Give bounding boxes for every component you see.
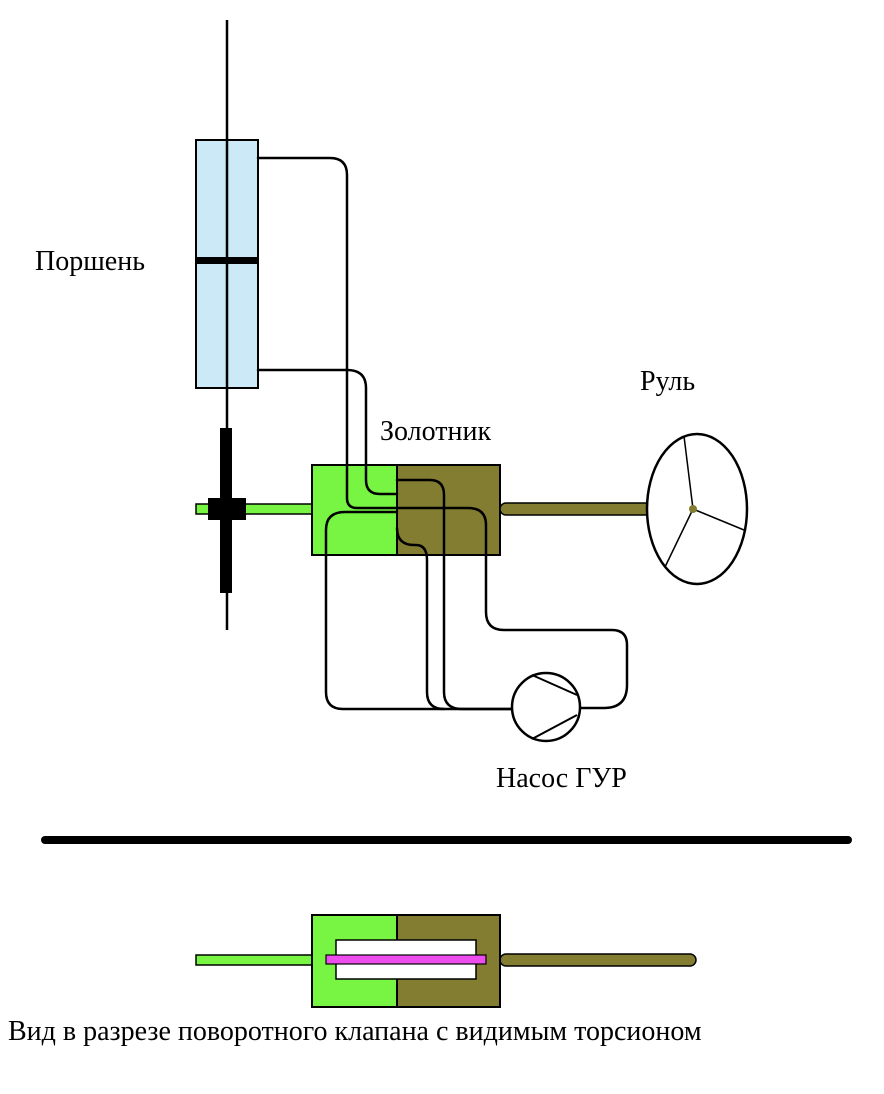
pump-chevron (531, 674, 578, 696)
pipe-inner-1 (395, 478, 514, 711)
wheel-hub (689, 505, 697, 513)
pipe-left-return (324, 510, 514, 711)
rotary-valve-section (195, 914, 697, 1008)
pump-symbol-icon (510, 671, 582, 743)
wheel-spoke (692, 508, 745, 531)
spool-valve (311, 464, 501, 556)
pipe-inner-2 (395, 526, 446, 711)
spool-input-half (311, 464, 398, 556)
hydraulic-cylinder (195, 139, 259, 389)
steering-wheel-icon (645, 432, 749, 586)
piston-plate (196, 257, 258, 264)
wheel-spoke (683, 435, 694, 510)
pipe-lower-chamber (256, 368, 399, 496)
pump-chevron (531, 714, 578, 740)
section-output-shaft (499, 953, 697, 967)
torsion-bar (325, 954, 487, 965)
spool-valve-label: Золотник (380, 416, 491, 447)
steering-wheel-label: Руль (640, 366, 695, 397)
pipe-upper-chamber (256, 156, 629, 710)
section-caption: Вид в разрезе поворотного клапана с види… (8, 1016, 702, 1047)
hydraulic-lines (256, 156, 629, 711)
section-input-shaft (195, 954, 313, 966)
spool-output-half (396, 464, 501, 556)
pump-body (510, 671, 582, 743)
pump-label: Насос ГУР (496, 763, 627, 794)
rack-block (208, 498, 246, 520)
wheel-spoke (664, 508, 694, 568)
piston-label: Поршень (35, 246, 145, 277)
rack-connection (208, 428, 246, 593)
